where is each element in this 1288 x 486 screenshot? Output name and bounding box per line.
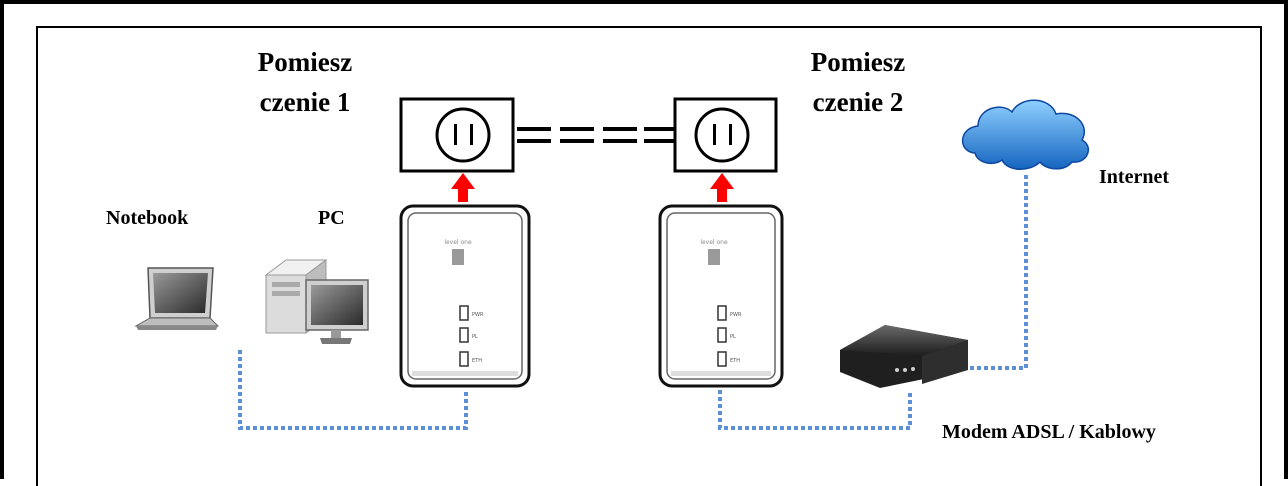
inner-frame xyxy=(36,26,1262,486)
internet-label: Internet xyxy=(1099,166,1169,188)
link-notebook-adapter1 xyxy=(238,350,468,430)
notebook-label: Notebook xyxy=(106,207,189,229)
room1-label-line2: czenie 1 xyxy=(259,87,351,117)
adapter1-led-eth: ETH xyxy=(472,358,482,364)
pc-icon xyxy=(264,259,369,344)
room1-label-line1: Pomiesz xyxy=(257,47,353,77)
arrow-up-2-icon xyxy=(710,173,734,202)
room2-label: Pomiesz czenie 2 xyxy=(778,42,938,122)
modem-label: Modem ADSL / Kablowy xyxy=(942,421,1156,443)
adapter2-led-eth: ETH xyxy=(730,358,740,364)
room2-label-line1: Pomiesz xyxy=(810,47,906,77)
adapter1-led-pl: PL xyxy=(472,334,478,340)
notebook-icon xyxy=(134,267,220,330)
adapter1-brand: level one xyxy=(444,239,472,246)
link-adapter2-modem xyxy=(718,390,912,430)
pc-label: PC xyxy=(318,207,345,229)
powerline-adapter-1-icon: level one PWR PL ETH xyxy=(399,204,531,388)
arrow-up-1-icon xyxy=(451,173,475,202)
adapter1-led-pwr: PWR xyxy=(472,312,484,318)
link-modem-internet xyxy=(970,175,1028,370)
adapter2-brand: level one xyxy=(700,239,728,246)
wall-outlet-1-icon xyxy=(399,97,515,173)
ethernet-links xyxy=(238,175,1028,430)
powerline-adapter-2-icon: level one PWR PL ETH xyxy=(658,204,784,388)
adapter2-led-pl: PL xyxy=(730,334,736,340)
room2-label-line2: czenie 2 xyxy=(812,87,904,117)
powerline-link xyxy=(517,127,674,143)
room1-label: Pomiesz czenie 1 xyxy=(225,42,385,122)
wall-outlet-2-icon xyxy=(673,97,778,173)
adapter2-led-pwr: PWR xyxy=(730,312,742,318)
internet-cloud-icon xyxy=(961,99,1090,170)
modem-icon xyxy=(840,325,968,388)
